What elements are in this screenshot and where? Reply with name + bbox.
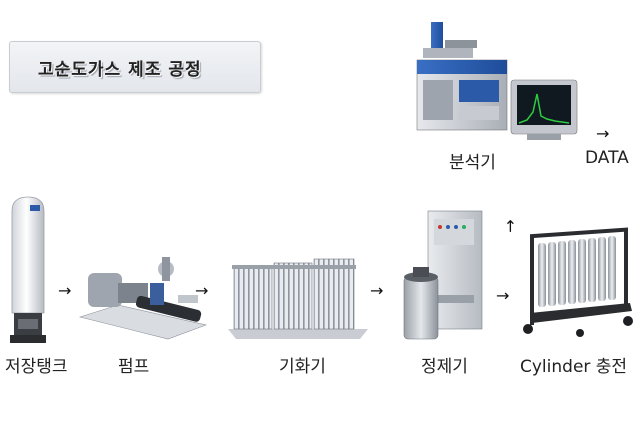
storage-tank-image (10, 196, 46, 343)
arrow-tank-to-pump: → (58, 281, 72, 300)
pump-label: 펌프 (118, 357, 150, 377)
analyzer-label: 분석기 (449, 153, 496, 173)
analyzer-image (416, 22, 578, 140)
arrow-purifier-to-analyzer: → (500, 219, 520, 233)
purifier-label: 정제기 (421, 357, 468, 377)
arrow-pump-to-vaporizer: → (195, 281, 209, 300)
title-box: 고순도가스 제조 공정 (9, 41, 261, 93)
data-output-label: DATA (585, 148, 629, 168)
pump-image (78, 257, 208, 340)
storage-tank-label: 저장탱크 (5, 357, 68, 377)
arrow-to-data: → (596, 124, 610, 143)
diagram-title: 고순도가스 제조 공정 (38, 59, 202, 80)
cylinder-filling-label: Cylinder 충전 (520, 357, 628, 377)
cylinder-rack-image (523, 227, 633, 337)
vaporizer-label: 기화기 (279, 357, 326, 377)
vaporizer-image (228, 258, 368, 339)
arrow-vaporizer-to-purifier: → (370, 281, 384, 300)
purifier-image (403, 210, 483, 340)
arrow-purifier-to-cylinder: → (496, 286, 510, 305)
